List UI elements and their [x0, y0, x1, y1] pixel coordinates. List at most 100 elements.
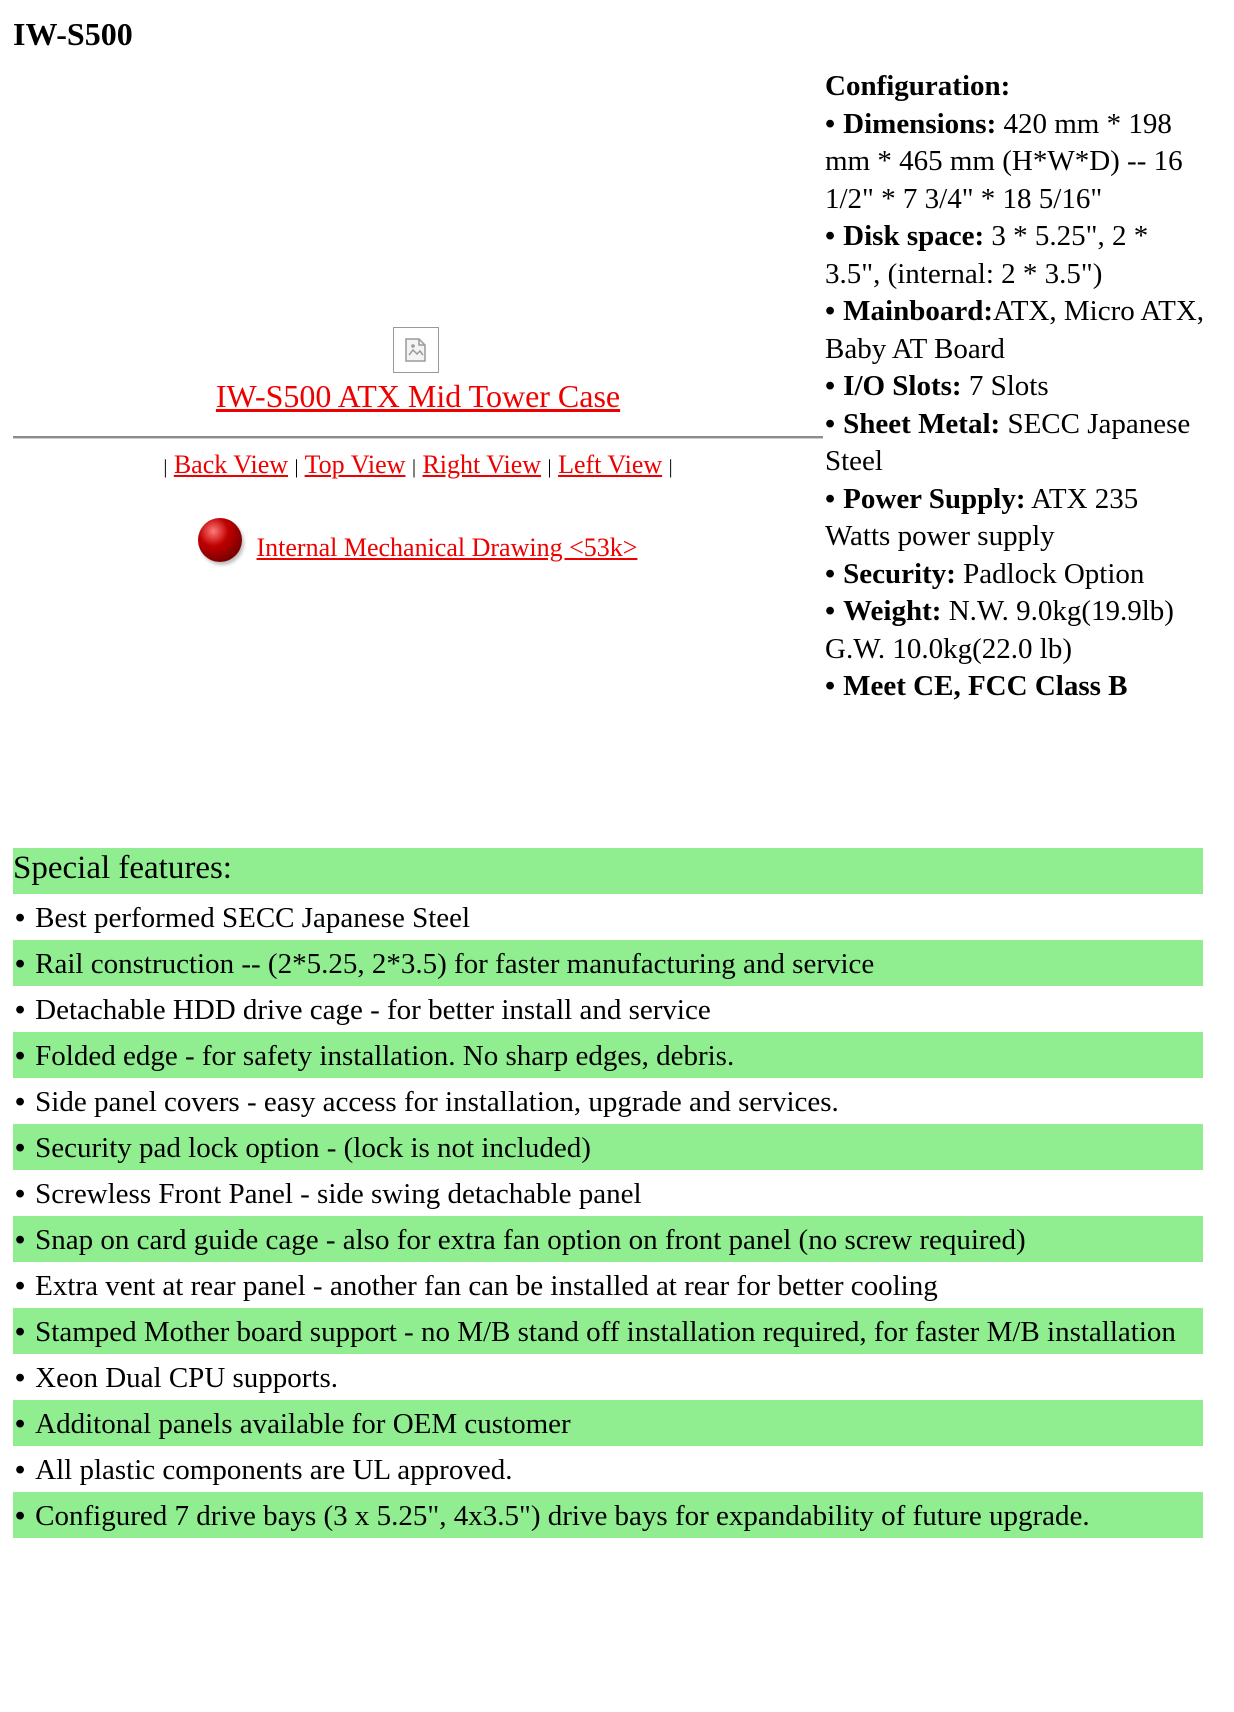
spec-value: ATX, Micro ATX, Baby AT Board [825, 295, 1205, 365]
separator: | [294, 456, 299, 478]
right-view-link[interactable]: Right View [422, 450, 542, 479]
page-title: IW-S500 [13, 16, 133, 52]
drawing-link-row: Internal Mechanical Drawing <53k> [198, 508, 637, 568]
bullet-icon: • [15, 1178, 26, 1210]
feature-item: • Security pad lock option - (lock is not… [13, 1124, 1203, 1170]
bullet-icon: • [15, 1408, 26, 1440]
spec-key: Sheet Metal: [843, 407, 1001, 440]
bullet-icon: • [15, 1454, 26, 1486]
feature-text: Security pad lock option - (lock is not … [35, 1132, 591, 1164]
feature-item: •Folded edge - for safety installation. … [13, 1032, 1203, 1078]
bullet-icon: • [15, 994, 26, 1026]
horizontal-divider [13, 436, 823, 439]
feature-list: • Best performed SECC Japanese Steel • Rail… [13, 894, 1203, 1538]
bullet-icon: • [15, 1362, 26, 1394]
bullet-icon: • [15, 1224, 26, 1256]
bullet-icon: • [15, 1040, 26, 1072]
view-links-bar: | Back View | Top View | Right View | Le… [13, 448, 823, 484]
bullet-icon: • [825, 557, 836, 590]
feature-item: • Additonal panels available for OEM cust… [13, 1400, 1203, 1446]
bullet-icon: • [15, 1132, 26, 1164]
feature-text: Detachable HDD drive cage - for better i… [35, 994, 711, 1026]
feature-text: Screwless Front Panel - side swing detac… [35, 1178, 642, 1210]
feature-text: Additonal panels available for OEM custo… [35, 1408, 571, 1440]
features-heading: Special features: [13, 848, 1203, 894]
feature-item: • Side panel covers - easy access for ins… [13, 1078, 1203, 1124]
feature-item: • Screwless Front Panel - side swing deta… [13, 1170, 1203, 1216]
bullet-icon: • [15, 902, 26, 934]
back-view-link[interactable]: Back View [173, 450, 289, 479]
spec-value: ATX 235 Watts power supply [825, 482, 1139, 553]
separator: | [668, 456, 673, 478]
feature-item: • Stamped Mother board support - no M/B s… [13, 1308, 1203, 1354]
broken-image-icon[interactable] [393, 327, 439, 373]
spec-value: Padlock Option [963, 557, 1145, 590]
red-ball-icon [198, 518, 242, 563]
feature-text: All plastic components are UL approved. [35, 1454, 513, 1486]
feature-item: • Rail construction -- (2*5.25, 2*3.5) fo… [13, 940, 1203, 986]
spec-item: •Meet CE, FCC Class B [825, 668, 1205, 706]
spec-list: •Dimensions: 420 mm * 198 mm * 465 mm (H… [825, 106, 1205, 706]
feature-text: Xeon Dual CPU supports. [35, 1362, 339, 1394]
bullet-icon: • [15, 948, 26, 980]
configuration-column: Configuration: •Dimensions: 420 mm * 198… [825, 68, 1205, 706]
bullet-icon: • [825, 295, 836, 327]
bullet-icon: • [825, 670, 836, 702]
spec-value: 3 * 5.25", 2 * 3.5", (internal: 2 * 3.5"… [825, 220, 1149, 290]
feature-item: • Snap on card guide cage - also for extr… [13, 1216, 1203, 1262]
product-link[interactable]: IW-S500 ATX Mid Tower Case [215, 378, 621, 414]
spec-item: •Weight: N.W. 9.0kg(19.9lb) G.W. 10.0kg(… [825, 593, 1205, 668]
feature-item: • Configured 7 drive bays (3 x 5.25", 4x3… [13, 1492, 1203, 1538]
spec-value: N.W. 9.0kg(19.9lb) G.W. 10.0kg(22.0 lb) [825, 595, 1174, 665]
feature-text: Extra vent at rear panel - another fan c… [35, 1270, 938, 1302]
feature-text: Stamped Mother board support - no M/B st… [35, 1316, 1176, 1348]
feature-text: Configured 7 drive bays (3 x 5.25", 4x3.… [35, 1500, 1090, 1532]
spec-item: •Dimensions: 420 mm * 198 mm * 465 mm (H… [825, 106, 1205, 219]
left-view-link[interactable]: Left View [558, 450, 663, 479]
spec-value: 420 mm * 198 mm * 465 mm (H*W*D) -- 16 1… [825, 107, 1183, 215]
spec-value: 7 Slots [968, 370, 1049, 402]
configuration-heading: Configuration: [825, 70, 1011, 102]
spec-key: Weight: [843, 595, 942, 627]
bullet-icon: • [825, 220, 836, 252]
spec-key: Disk space: [843, 220, 985, 252]
bullet-icon: • [825, 107, 836, 140]
spec-key: Security: [843, 557, 956, 590]
spec-item: •Power Supply: ATX 235 Watts power suppl… [825, 481, 1205, 556]
top-view-link[interactable]: Top View [304, 450, 406, 479]
special-features: Special features: • Best performed SECC J… [13, 848, 1203, 1538]
spec-item: •Mainboard:ATX, Micro ATX, Baby AT Board [825, 293, 1205, 368]
bullet-icon: • [825, 595, 836, 627]
spec-key: Meet CE, FCC Class B [843, 670, 1128, 702]
spec-key: Mainboard: [843, 295, 993, 327]
bullet-icon: • [825, 407, 836, 440]
feature-item: • All plastic components are UL approved. [13, 1446, 1203, 1492]
bullet-icon: • [15, 1086, 26, 1118]
feature-item: • Best performed SECC Japanese Steel [13, 894, 1203, 940]
spec-key: Dimensions: [843, 107, 997, 140]
feature-text: Rail construction -- (2*5.25, 2*3.5) for… [35, 948, 875, 980]
spec-value: SECC Japanese Steel [825, 407, 1191, 478]
spec-key: Power Supply: [843, 482, 1026, 515]
bullet-icon: • [15, 1316, 26, 1348]
bullet-icon: • [15, 1270, 26, 1302]
separator: | [547, 456, 552, 478]
bullet-icon: • [825, 370, 836, 402]
spec-item: •Disk space: 3 * 5.25", 2 * 3.5", (inter… [825, 218, 1205, 293]
product-column: IW-S500 ATX Mid Tower Case | Back View |… [13, 80, 823, 840]
bullet-icon: • [15, 1500, 26, 1532]
feature-item: • Xeon Dual CPU supports. [13, 1354, 1203, 1400]
feature-item: • Extra vent at rear panel - another fan … [13, 1262, 1203, 1308]
feature-text: Best performed SECC Japanese Steel [35, 902, 471, 934]
spec-item: •Security: Padlock Option [825, 556, 1205, 594]
feature-item: • Detachable HDD drive cage - for better … [13, 986, 1203, 1032]
spec-item: •I/O Slots: 7 Slots [825, 368, 1205, 406]
spec-key: I/O Slots: [843, 370, 962, 402]
separator: | [163, 456, 168, 478]
feature-text: Snap on card guide cage - also for extra… [35, 1224, 1026, 1256]
separator: | [411, 456, 416, 478]
feature-text: Side panel covers - easy access for inst… [35, 1086, 839, 1118]
bullet-icon: • [825, 482, 836, 515]
internal-drawing-link[interactable]: Internal Mechanical Drawing <53k> [256, 533, 638, 563]
spec-item: •Sheet Metal: SECC Japanese Steel [825, 406, 1205, 481]
